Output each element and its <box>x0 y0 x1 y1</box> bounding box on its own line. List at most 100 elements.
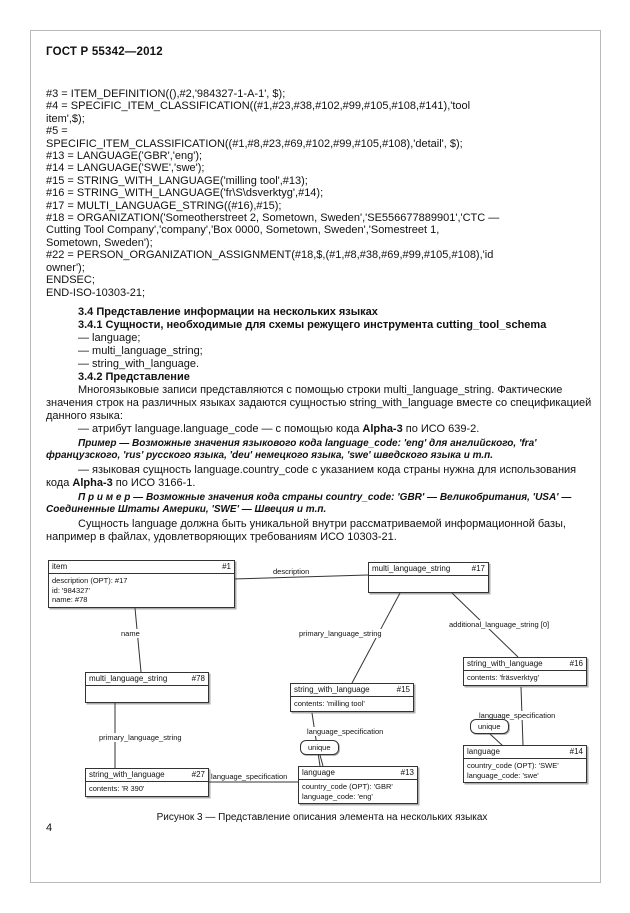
example-label: Пример — <box>78 438 133 449</box>
edge-label-name: name <box>120 629 141 638</box>
entity-instance-id: #16 <box>569 659 583 668</box>
entity-instance-id: #14 <box>569 747 583 756</box>
unique-constraint-box: unique <box>470 719 509 734</box>
entity-list-item: — multi_language_string; <box>78 345 203 357</box>
entity-title-row: language #14 <box>464 746 586 759</box>
section-3-4-1-heading: 3.4.1 Сущности, необходимые для схемы ре… <box>78 319 547 331</box>
code-line: #14 = LANGUAGE('SWE','swe'); <box>46 162 205 175</box>
code-line: Sometown, Sweden'); <box>46 236 153 249</box>
entity-attribute: language_code: 'swe' <box>467 770 539 780</box>
entity-name: language <box>467 747 500 756</box>
entity-list-item: — string_with_language. <box>78 358 200 370</box>
entity-name: string_with_language <box>467 659 543 668</box>
section-3-4-2-heading: 3.4.2 Представление <box>78 371 190 383</box>
section-3-4-heading: 3.4 Представление информации на нескольк… <box>78 306 378 318</box>
example-text: Возможные значения кода страны country_c… <box>46 492 572 515</box>
code-line: #17 = MULTI_LANGUAGE_STRING((#16),#15); <box>46 199 282 212</box>
entity-attribute: description (OPT): #17 <box>52 576 128 585</box>
entity-attributes: contents: 'milling tool' <box>291 697 413 711</box>
entity-box-string-with-language-15: string_with_language #15 contents: 'milli… <box>290 683 414 712</box>
entity-box-multi-language-string-78: multi_language_string #78 <box>85 672 209 703</box>
entity-instance-id: #27 <box>191 770 205 779</box>
entity-box-item: item #1 description (OPT): #17 id: '98432… <box>48 560 235 608</box>
entity-box-language-14: language #14 country_code (OPT): 'SWE' la… <box>463 745 587 783</box>
entity-title-row: multi_language_string #78 <box>86 673 208 686</box>
doc-number-header: ГОСТ Р 55342—2012 <box>46 46 163 58</box>
code-line: #4 = SPECIFIC_ITEM_CLASSIFICATION((#1,#2… <box>46 100 471 113</box>
figure-caption: Рисунок 3 — Представление описания элеме… <box>156 812 488 823</box>
paragraph-language-unique: Сущность language должна быть уникальной… <box>46 518 566 543</box>
code-line: #22 = PERSON_ORGANIZATION_ASSIGNMENT(#18… <box>46 249 494 262</box>
entity-instance-id: #1 <box>222 562 231 571</box>
entity-attribute: id: '984327' <box>52 585 90 595</box>
code-line: owner'); <box>46 261 85 274</box>
body-text: 3.4 Представление информации на нескольк… <box>46 306 598 544</box>
entity-attributes <box>369 576 488 592</box>
code-line: END-ISO-10303-21; <box>46 286 146 299</box>
example-text: Возможные значения языкового кода langua… <box>46 438 537 461</box>
entity-name: item <box>52 562 68 571</box>
entity-instance-id: #78 <box>191 674 205 683</box>
entity-list-item: — language; <box>78 332 141 344</box>
entity-title-row: multi_language_string #17 <box>369 563 488 576</box>
example-country-codes: П р и м е р — Возможные значения кода ст… <box>46 492 598 516</box>
entity-attributes: contents: 'fräsverktyg' <box>464 671 586 685</box>
figure-3-diagram: description name primary_language_string… <box>40 553 600 815</box>
paragraph-bold-text: Alpha-3 <box>362 423 403 435</box>
code-line: #18 = ORGANIZATION('Someotherstreet 2, S… <box>46 212 500 225</box>
paragraph-text: по ИСО 639-2. <box>402 423 480 435</box>
entity-box-string-with-language-16: string_with_language #16 contents: 'fräsv… <box>463 657 587 686</box>
entity-title-row: language #13 <box>299 767 417 780</box>
entity-instance-id: #17 <box>471 564 485 573</box>
entity-attributes: country_code (OPT): 'SWE' language_code:… <box>464 759 586 782</box>
page-border-frame <box>30 30 601 883</box>
edge-label-additional-language-string: additional_language_string [0] <box>448 620 551 629</box>
code-line: ENDSEC; <box>46 274 95 287</box>
entity-name: language <box>302 768 335 777</box>
entity-attribute: language_code: 'eng' <box>302 791 373 801</box>
code-line: #13 = LANGUAGE('GBR','eng'); <box>46 150 203 163</box>
entity-name: string_with_language <box>294 685 370 694</box>
code-line: item',$); <box>46 112 85 125</box>
entity-attribute: contents: 'fräsverktyg' <box>467 673 540 682</box>
code-line: #15 = STRING_WITH_LANGUAGE('milling tool… <box>46 174 308 187</box>
entity-attribute: country_code (OPT): 'GBR' <box>302 782 393 791</box>
code-line: SPECIFIC_ITEM_CLASSIFICATION((#1,#8,#23,… <box>46 137 463 150</box>
entity-title-row: string_with_language #27 <box>86 769 208 782</box>
entity-title-row: string_with_language #15 <box>291 684 413 697</box>
paragraph-country-code: — языковая сущность language.country_cod… <box>46 464 598 490</box>
entity-attribute: country_code (OPT): 'SWE' <box>467 761 559 770</box>
entity-box-string-with-language-27: string_with_language #27 contents: 'R 390… <box>85 768 209 797</box>
paragraph-text: — языковая сущность language.country_cod… <box>46 464 577 489</box>
edge-label-primary-language-string: primary_language_string <box>298 629 383 638</box>
page-number: 4 <box>46 822 53 834</box>
edge-label-language-specification: language_specification <box>306 727 385 736</box>
edge-label-description: description <box>272 567 311 576</box>
paragraph-text: по ИСО 3166-1. <box>112 477 196 489</box>
code-line: #5 = <box>46 125 68 138</box>
entity-attribute: name: #78 <box>52 595 88 604</box>
paragraph-text: — атрибут language.language_code — с пом… <box>78 423 363 435</box>
entity-title-row: string_with_language #16 <box>464 658 586 671</box>
example-language-codes: Пример — Возможные значения языкового ко… <box>46 438 598 462</box>
unique-constraint-box: unique <box>300 740 339 755</box>
entity-instance-id: #13 <box>400 768 414 777</box>
code-line: #16 = STRING_WITH_LANGUAGE('fr\S\dsverkt… <box>46 187 324 200</box>
entity-name: string_with_language <box>89 770 165 779</box>
edge-label-language-specification: language_specification <box>210 772 289 781</box>
entity-title-row: item #1 <box>49 561 234 574</box>
entity-attributes: description (OPT): #17 id: '984327' name… <box>49 574 234 607</box>
entity-name: multi_language_string <box>372 564 451 573</box>
entity-box-multi-language-string-17: multi_language_string #17 <box>368 562 489 593</box>
paragraph-language-code-attr: — атрибут language.language_code — с пом… <box>46 423 598 436</box>
entity-attributes <box>86 686 208 702</box>
entity-name: multi_language_string <box>89 674 168 683</box>
entity-attribute: contents: 'R 390' <box>89 784 145 793</box>
entity-attributes: country_code (OPT): 'GBR' language_code:… <box>299 780 417 803</box>
example-label: П р и м е р — <box>78 492 146 503</box>
entity-instance-id: #15 <box>396 685 410 694</box>
entity-attribute: contents: 'milling tool' <box>294 699 365 708</box>
paragraph-multilang-intro: Многоязыковые записи представляются с по… <box>46 384 592 422</box>
entity-box-language-13: language #13 country_code (OPT): 'GBR' la… <box>298 766 418 804</box>
